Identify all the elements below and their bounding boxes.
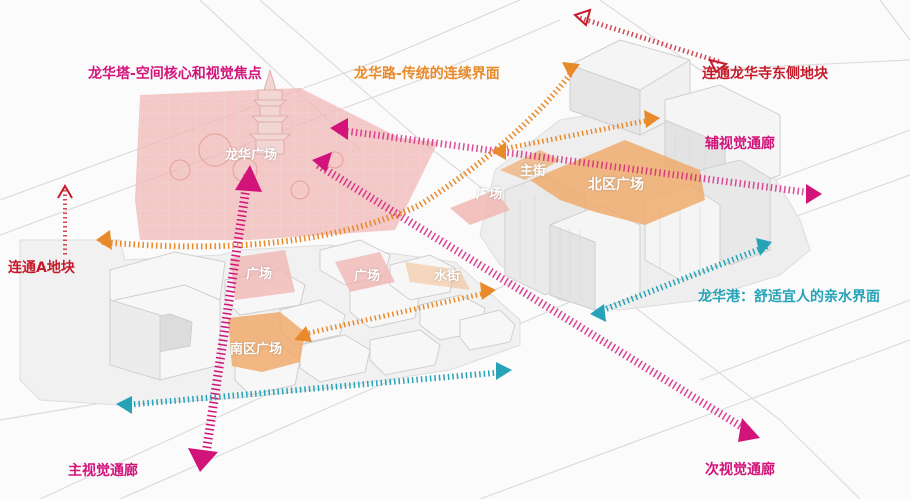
aux-corridor-arrow-west	[330, 118, 348, 140]
water-street-arrow	[480, 282, 496, 300]
connect-temple-east-label: 连通龙华寺东侧地块	[702, 66, 828, 82]
water-street-zone	[405, 262, 470, 290]
main-street-zone	[500, 150, 560, 180]
main-corridor-label: 主视觉通廊	[68, 463, 138, 479]
longhua-tower-label: 龙华塔-空间核心和视觉焦点	[88, 66, 262, 82]
secondary-corridor-arrow	[738, 418, 760, 442]
longhua-harbor-label: 龙华港：舒适宜人的亲水界面	[698, 289, 880, 305]
square-paving-rings	[169, 133, 344, 200]
pagoda-icon	[249, 68, 291, 155]
longhua-road-arrow-west	[96, 230, 112, 250]
harbor-arrow-east-start	[590, 304, 606, 322]
south-square-zone	[228, 312, 305, 372]
center-square-zone	[335, 252, 395, 292]
main-corridor-arrow-bottom	[188, 448, 218, 472]
connect-a-arrow	[57, 184, 73, 199]
longhua-square-label: 龙华广场	[225, 148, 278, 163]
aux-corridor-label: 辅视觉通廊	[705, 136, 775, 152]
harbor-arrow-west	[116, 396, 132, 414]
north-square-label: 北区广场	[588, 177, 644, 193]
connect-a-label: 连通A地块	[8, 260, 75, 276]
aux-corridor-arrow-east	[806, 184, 822, 204]
harbor-arrow-mid	[496, 362, 512, 380]
arrowheads	[57, 8, 822, 472]
main-street-label: 主街	[520, 164, 547, 179]
west-square-zone	[230, 250, 295, 300]
square-north-label: 广场	[476, 187, 503, 202]
north-plaza-square-zone	[450, 190, 510, 225]
water-street-arrow-start	[294, 326, 312, 342]
secondary-corridor-label: 次视觉通廊	[705, 462, 775, 478]
south-square-label: 南区广场	[230, 342, 283, 357]
water-street-label: 水街	[434, 269, 461, 284]
harbor-arrow-east	[756, 238, 772, 256]
main-corridor-arrow-top	[235, 165, 262, 192]
temple-east-arrow-right	[708, 58, 729, 74]
main-street-arrow-east	[644, 110, 660, 128]
main-street-arrow-west	[492, 142, 506, 160]
longhua-road-arrow-east	[562, 62, 580, 78]
temple-east-arrow-left	[573, 8, 592, 27]
secondary-corridor-arrow-start	[312, 152, 332, 172]
square-center-label: 广场	[354, 269, 381, 284]
north-square-zone	[530, 140, 705, 225]
corridor-lines	[63, 15, 813, 461]
square-west-label: 广场	[246, 267, 273, 282]
longhua-road-label: 龙华路-传统的连续界面	[354, 66, 500, 82]
north-building-windows	[519, 130, 706, 300]
